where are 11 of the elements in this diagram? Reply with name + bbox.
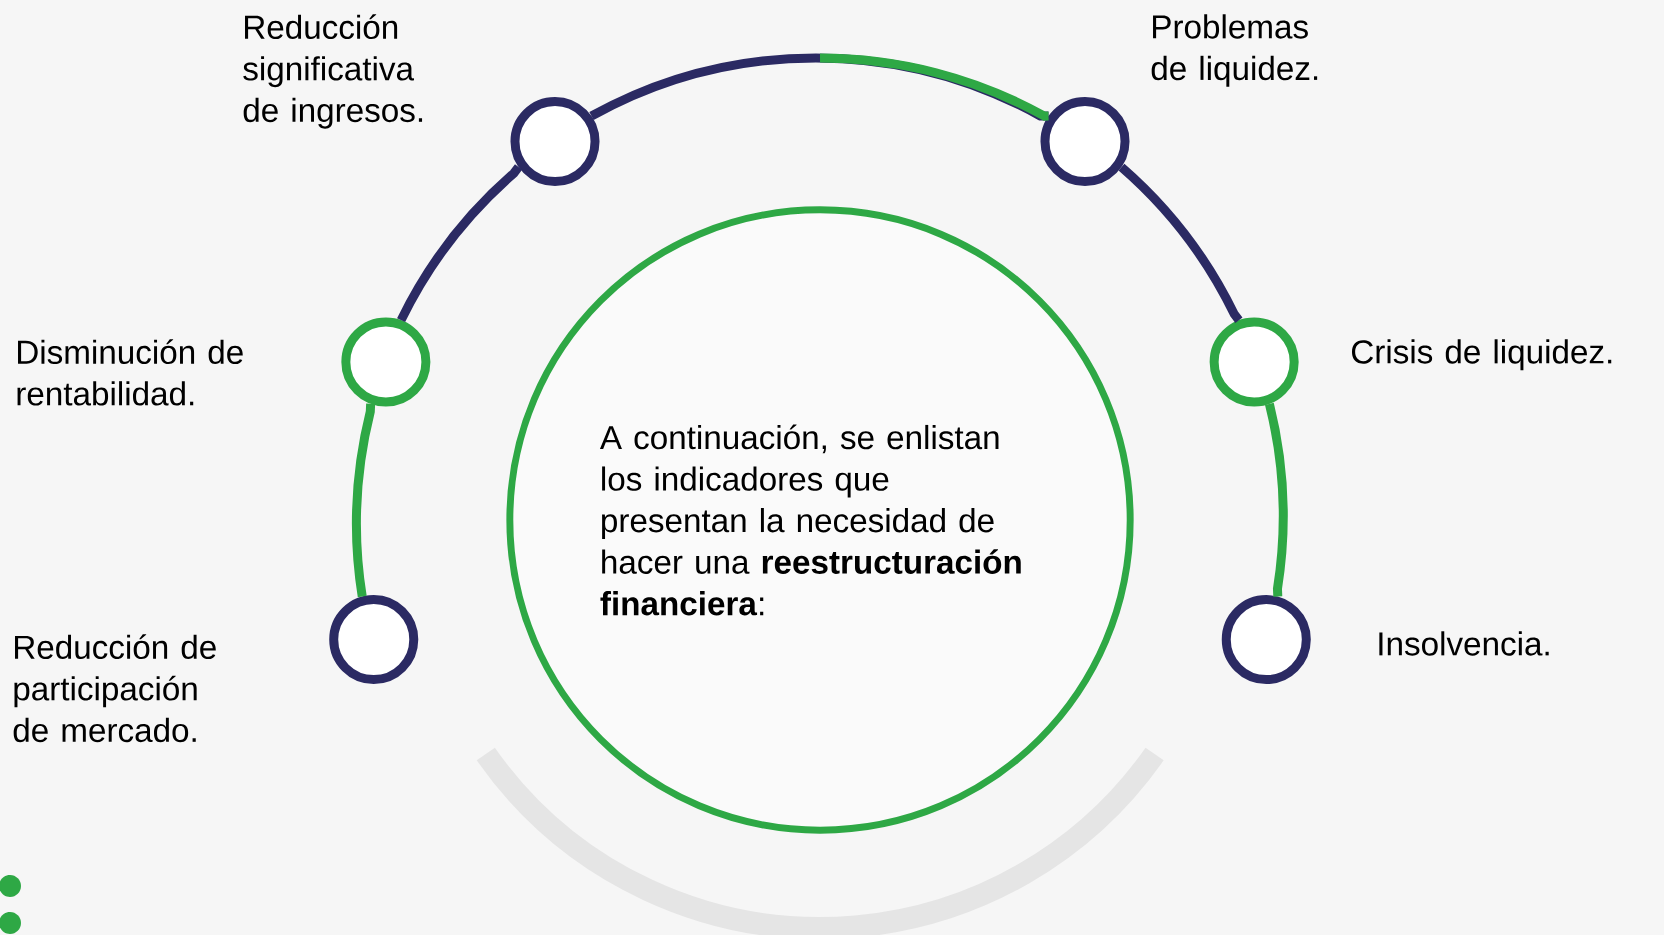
indicator-label: Reducción significativa de ingresos. <box>243 14 423 129</box>
ring-arc <box>1265 402 1288 597</box>
ring-arc <box>397 164 523 323</box>
indicator-label: Reducción de participación de mercado. <box>13 634 216 743</box>
ring-arc <box>1118 163 1243 323</box>
indicator-label: Insolvencia. <box>1379 631 1549 656</box>
ring-arc <box>352 403 376 598</box>
indicator-label: Crisis de liquidez. <box>1352 339 1612 371</box>
ring-arc <box>589 53 1049 121</box>
indicator-label: Problemas de liquidez. <box>1151 14 1318 87</box>
indicator-label: Disminución de rentabilidad. <box>17 339 243 406</box>
